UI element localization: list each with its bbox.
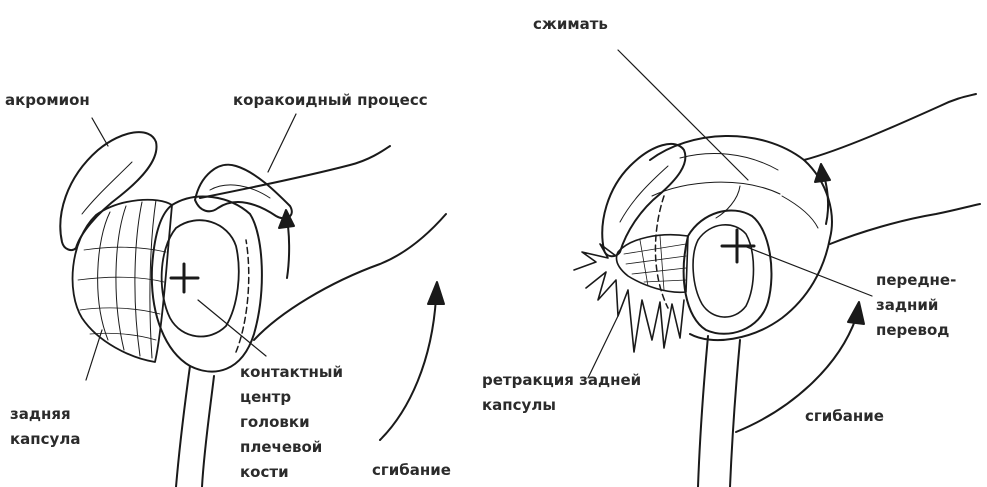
leader-compress	[618, 50, 748, 180]
left-coracoid-shape	[195, 165, 292, 219]
label-compress: сжимать	[533, 12, 608, 37]
label-flexion-right: сгибание	[805, 404, 884, 429]
label-posterior-capsule-retraction: ретракция задней капсулы	[482, 368, 641, 418]
left-acromion-shape	[60, 132, 156, 250]
left-posterior-capsule	[73, 200, 172, 362]
label-flexion-left: сгибание	[372, 458, 451, 483]
leader-acromion	[92, 118, 108, 146]
label-posterior-capsule: задняя капсула	[10, 402, 80, 452]
label-coracoid-process: коракоидный процесс	[233, 88, 428, 113]
label-contact-center: контактный центр головки плечевой кости	[240, 360, 343, 485]
right-humeral-head	[650, 136, 832, 340]
leader-translation	[744, 246, 872, 296]
right-posterior-capsule	[616, 235, 688, 293]
right-contact-center-mark	[722, 230, 754, 262]
leader-posterior-capsule	[86, 330, 102, 380]
left-glenoid-rim	[152, 196, 262, 371]
right-acromion-shape	[602, 144, 685, 256]
left-contact-center-mark	[171, 264, 198, 292]
left-flexion-arrow	[380, 298, 436, 440]
label-anteroposterior-translation: передне- задний перевод	[876, 268, 956, 343]
leader-coracoid	[268, 114, 296, 172]
right-contact-area	[693, 225, 753, 317]
label-acromion: акромион	[5, 88, 90, 113]
right-glenoid-rim	[684, 210, 772, 333]
right-retracted-fibers	[574, 244, 684, 352]
